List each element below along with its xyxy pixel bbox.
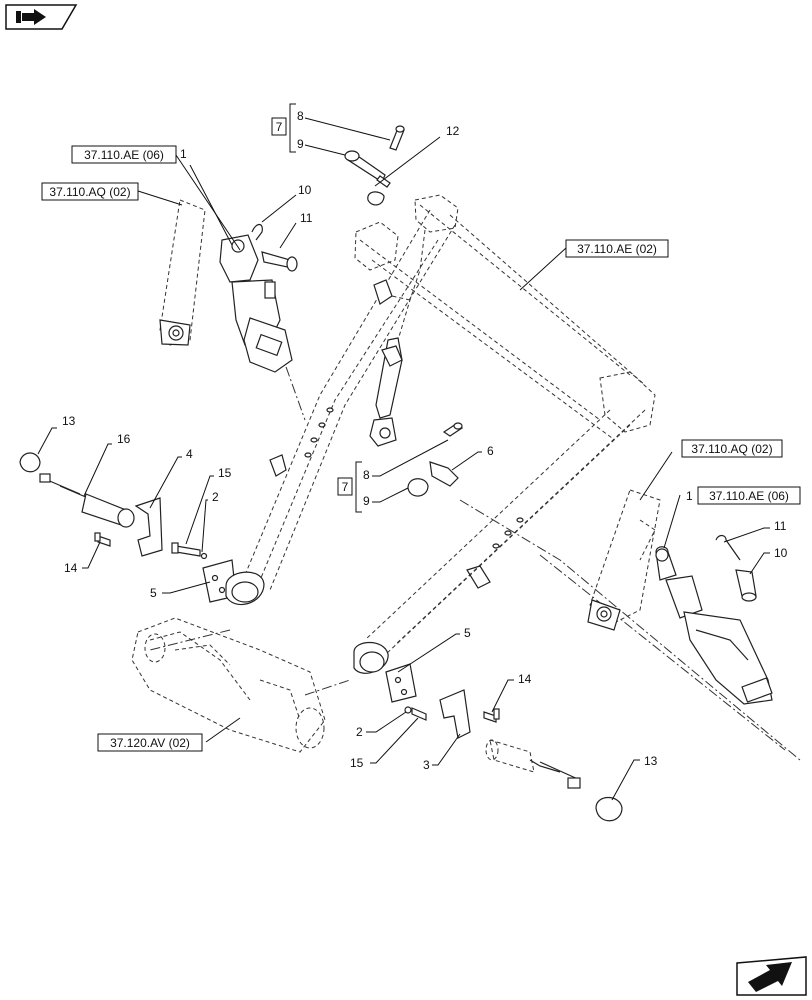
- ref-37-110-ae-06-top[interactable]: 37.110.AE (06): [71, 145, 177, 164]
- callout-3: 3: [423, 758, 430, 772]
- group-box-mid[interactable]: 7: [337, 477, 353, 496]
- top-pin-set: [344, 125, 405, 206]
- callout-9: 9: [297, 137, 304, 151]
- callout-13: 13: [62, 414, 76, 428]
- callout-10: 10: [774, 546, 788, 560]
- ref-37-110-ae-06-right[interactable]: 37.110.AE (06): [697, 486, 801, 505]
- callout-11: 11: [774, 519, 787, 533]
- lower-link-frame: [244, 194, 656, 656]
- ref-label: 37.110.AQ (02): [49, 185, 130, 199]
- callout-numbers: 8 9 12 1 10 11 13 16 4 15 2 14 5 8 9 6 1…: [62, 109, 788, 772]
- right-lift-rod: [587, 489, 773, 705]
- next-page-arrow-icon[interactable]: [736, 956, 807, 1000]
- left-sensor-assembly: [19, 452, 265, 606]
- callout-5: 5: [464, 626, 471, 640]
- ref-label: 37.110.AQ (02): [691, 442, 772, 456]
- callout-4: 4: [186, 447, 193, 461]
- group-box-top[interactable]: 7: [271, 117, 287, 136]
- callout-15: 15: [218, 466, 232, 480]
- callout-9: 9: [363, 494, 370, 508]
- rear-axle-housing: [131, 617, 326, 753]
- callout-2: 2: [212, 490, 219, 504]
- top-link-assembly: [369, 229, 426, 447]
- ref-label: 37.110.AE (06): [709, 489, 789, 503]
- left-lift-rod: [159, 199, 298, 373]
- ref-label: 37.120.AV (02): [110, 736, 190, 750]
- ref-37-110-aq-02-right[interactable]: 37.110.AQ (02): [681, 439, 783, 458]
- callout-2: 2: [356, 725, 363, 739]
- group-label: 7: [276, 120, 283, 134]
- callout-14: 14: [64, 561, 78, 575]
- callout-12: 12: [446, 124, 460, 138]
- callout-13: 13: [644, 754, 658, 768]
- callout-1: 1: [686, 489, 693, 503]
- group-label: 7: [342, 480, 349, 494]
- right-sensor-assembly: [353, 641, 623, 822]
- ref-37-110-ae-02[interactable]: 37.110.AE (02): [565, 239, 669, 258]
- callout-14: 14: [518, 672, 532, 686]
- callout-10: 10: [298, 183, 312, 197]
- callout-8: 8: [363, 468, 370, 482]
- callout-16: 16: [117, 432, 131, 446]
- callout-11: 11: [300, 211, 313, 225]
- callout-15: 15: [350, 756, 364, 770]
- leader-lines: [37, 103, 770, 801]
- book-arrow-icon[interactable]: [5, 4, 78, 30]
- ref-label: 37.110.AE (06): [84, 148, 164, 162]
- callout-8: 8: [297, 109, 304, 123]
- callout-5: 5: [150, 586, 157, 600]
- ref-label: 37.110.AE (02): [577, 242, 657, 256]
- ref-37-120-av-02[interactable]: 37.120.AV (02): [97, 733, 203, 752]
- callout-6: 6: [487, 444, 494, 458]
- mid-pin-set: [407, 422, 464, 497]
- center-lines: [149, 349, 801, 761]
- ref-37-110-aq-02-top[interactable]: 37.110.AQ (02): [41, 182, 139, 201]
- callout-1: 1: [180, 147, 187, 161]
